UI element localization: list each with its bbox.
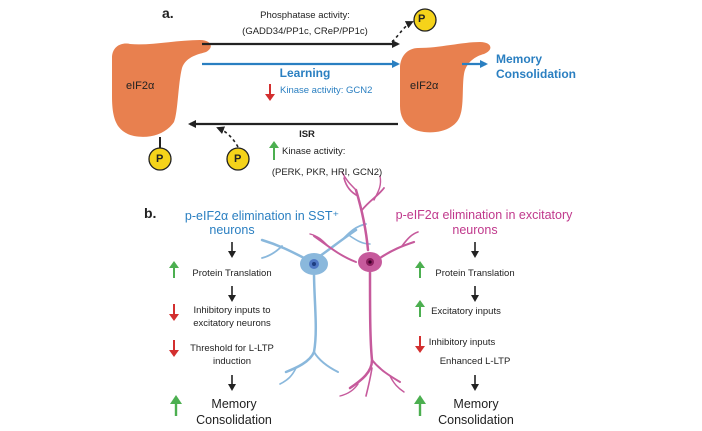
sst-neuron-shape [260, 223, 371, 385]
isr-kinase-title: Kinase activity: [282, 146, 346, 157]
right-inhibitory-inputs: Inhibitory inputs [428, 337, 496, 348]
left-title-line1: p-eIF2α elimination in SST⁺ [184, 209, 340, 223]
right-memory-line2: Consolidation [438, 413, 514, 427]
left-threshold-line2: induction [212, 356, 252, 367]
eif2a-right-label: eIF2α [410, 80, 439, 92]
right-excitatory-inputs: Excitatory inputs [431, 306, 501, 317]
right-enhanced-lltp: Enhanced L-LTP [439, 356, 511, 367]
right-protein-translation: Protein Translation [435, 268, 515, 279]
left-inhibitory-line2: excitatory neurons [193, 318, 271, 329]
panel-b-label: b. [144, 205, 157, 221]
right-title-line1: p-eIF2α elimination in excitatory [395, 208, 573, 222]
isr-kinase-list: (PERK, PKR, HRI, GCN2) [271, 167, 383, 178]
left-memory-line1: Memory [211, 397, 257, 411]
memory-consolidation-line2: Consolidation [496, 67, 576, 81]
phosphate-left-shape [148, 147, 172, 171]
phosphate-isr-label: P [234, 153, 242, 165]
left-memory-line2: Consolidation [196, 413, 272, 427]
right-title-line2: neurons [452, 223, 498, 237]
phosphate-left-label: P [156, 153, 164, 165]
phosphatase-title: Phosphatase activity: [260, 10, 350, 21]
isr-label: ISR [299, 129, 315, 140]
right-memory-line1: Memory [453, 397, 499, 411]
learning-label: Learning [279, 66, 331, 80]
phosphate-isr-shape [226, 147, 250, 171]
excitatory-neuron-shape [309, 171, 419, 397]
left-inhibitory-line1: Inhibitory inputs to [193, 305, 271, 316]
eif2a-left-label: eIF2α [126, 80, 155, 92]
left-title-line2: neurons [209, 223, 255, 237]
left-threshold-line1: Threshold for L-LTP [190, 343, 274, 354]
eif2a-left-shape [112, 40, 211, 137]
phosphate-released-shape [413, 8, 437, 32]
left-protein-translation: Protein Translation [192, 268, 272, 279]
memory-consolidation-line1: Memory [496, 52, 543, 66]
phosphate-released-label: P [418, 13, 426, 25]
learning-kinase-label: Kinase activity: GCN2 [280, 85, 373, 96]
phosphatase-list: (GADD34/PP1c, CReP/PP1c) [242, 26, 368, 37]
panel-a-label: a. [162, 5, 174, 21]
